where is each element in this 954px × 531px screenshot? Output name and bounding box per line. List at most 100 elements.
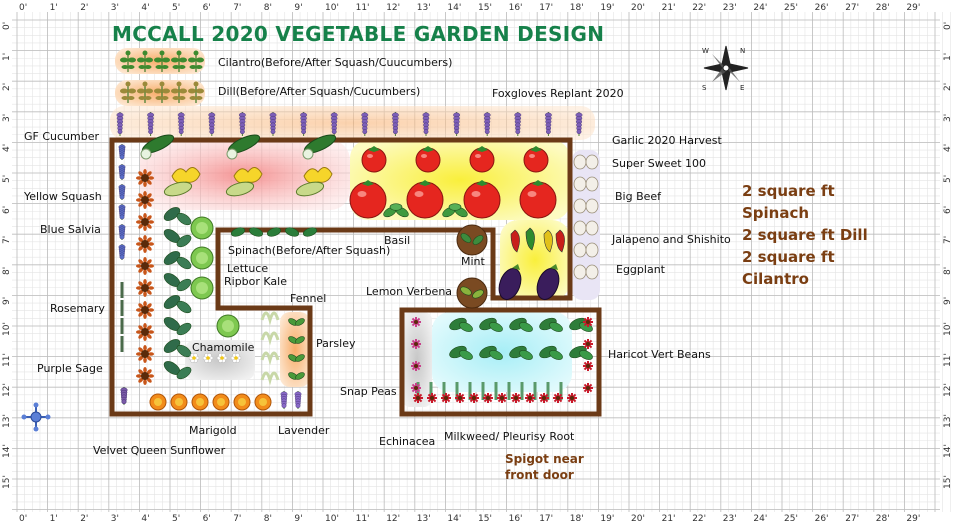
note-line-3: 2 square ft Dill: [742, 226, 868, 244]
ruler-top-tick: 0': [19, 3, 28, 13]
label-super-sweet: Super Sweet 100: [612, 157, 707, 170]
eggplant-icon: [498, 264, 560, 300]
ruler-top-tick: 14': [447, 514, 462, 524]
ruler-top-tick: 4': [141, 514, 150, 524]
label-gf-cucumber: GF Cucumber: [24, 130, 100, 143]
ruler-side-tick: 13': [943, 413, 953, 428]
label-snap-peas: Snap Peas: [340, 385, 397, 398]
ruler-top-tick: 22': [692, 3, 707, 13]
label-foxgloves: Foxgloves Replant 2020: [492, 87, 624, 100]
ruler-top-tick: 16': [508, 3, 523, 13]
ruler-side-tick: 8': [2, 266, 12, 275]
ruler-top-tick: 18': [569, 3, 584, 13]
label-jalapeno: Jalapeno and Shishito: [612, 233, 731, 246]
ruler-side-tick: 10': [943, 322, 953, 336]
bean-zone: [432, 312, 572, 392]
ruler-top-tick: 17': [539, 3, 554, 13]
ruler-side-tick: 10': [2, 322, 12, 336]
ruler-top-tick: 9': [294, 514, 303, 524]
ruler-top-tick: 15': [478, 3, 492, 13]
sunflower-plants-icon: [136, 169, 154, 385]
ruler-top-tick: 13': [416, 3, 431, 13]
ruler-top-tick: 9': [294, 3, 303, 13]
compass-rose-icon: N E S W: [702, 45, 749, 92]
ruler-top-tick: 3': [110, 514, 119, 524]
foxglove-plants-icon: [116, 112, 583, 136]
ruler-top-tick: 5': [172, 3, 181, 13]
ruler-top-tick: 24': [753, 514, 768, 524]
ruler-top-tick: 5': [172, 514, 181, 524]
ruler-top-tick: 10': [325, 3, 339, 13]
ruler-side-tick: 12': [2, 383, 12, 398]
ruler-side-tick: 2': [943, 82, 953, 92]
label-haricot: Haricot Vert Beans: [608, 348, 711, 361]
ruler-top-tick: 6': [202, 3, 211, 13]
haricot-bean-plants-icon: [449, 317, 593, 360]
ruler-side-tick: 1': [2, 52, 12, 61]
ruler-top-tick: 12': [386, 3, 401, 13]
ruler-side-tick: 11': [2, 352, 12, 367]
label-marigold: Marigold: [189, 424, 237, 437]
ruler-side-tick: 8': [943, 266, 953, 275]
ruler-top-tick: 8': [263, 3, 272, 13]
label-purple-sage: Purple Sage: [37, 362, 103, 375]
milkweed-plants-icon: [413, 393, 577, 403]
ruler-side-tick: 12': [943, 383, 953, 398]
ruler-side-tick: 14': [2, 444, 12, 459]
ruler-side-tick: 3': [943, 113, 953, 122]
label-mint: Mint: [461, 255, 485, 268]
ruler-top-tick: 18': [569, 514, 584, 524]
ruler-top-tick: 7': [233, 3, 242, 13]
compass-south-label: S: [702, 84, 707, 92]
echinacea-plants-icon: [411, 317, 421, 393]
note-line-5: Cilantro: [742, 270, 809, 288]
super-sweet-tomato-icon: [361, 146, 549, 173]
ruler-top-tick: 6': [202, 514, 211, 524]
ruler-top-tick: 17': [539, 514, 554, 524]
lettuce-plants-icon: [190, 216, 240, 338]
yellow-squash-plants-icon: [163, 167, 333, 197]
ruler-top-tick: 13': [416, 514, 431, 524]
ruler-side-tick: 11': [943, 352, 953, 367]
ruler-top-tick: 20': [631, 514, 645, 524]
label-lettuce: Lettuce: [227, 262, 269, 275]
jalapeno-shishito-pepper-icon: [510, 227, 565, 253]
echinacea-zone: [402, 312, 432, 407]
label-milkweed: Milkweed/ Pleurisy Root: [444, 430, 575, 443]
chamomile-plants-icon: [188, 353, 242, 363]
move-handle-icon[interactable]: [21, 402, 51, 432]
basil-plants-icon: [383, 203, 468, 218]
ruler-top-tick: 24': [753, 3, 768, 13]
ruler-top-tick: 25': [784, 3, 798, 13]
ruler-top-tick: 19': [600, 514, 615, 524]
ruler-top-tick: 2': [80, 3, 89, 13]
parsley-plants-icon: [288, 318, 305, 380]
ruler-side-tick: 9': [2, 297, 12, 306]
label-spinach: Spinach(Before/After Squash): [228, 244, 391, 257]
raised-beds: [109, 137, 602, 417]
ruler-side-tick: 3': [2, 113, 12, 122]
ruler-top-tick: 26': [814, 514, 829, 524]
ruler-top-tick: 11': [355, 3, 370, 13]
label-yellow-squash: Yellow Squash: [24, 190, 102, 203]
ruler-side-tick: 5': [2, 174, 12, 183]
ruler-top-tick: 10': [325, 514, 339, 524]
big-beef-tomato-icon: [349, 180, 557, 219]
ruler-top-tick: 16': [508, 514, 523, 524]
planting-zones: [110, 48, 600, 407]
ruler-top-tick: 23': [722, 514, 737, 524]
ruler-side-tick: 2': [2, 82, 12, 92]
parsley-zone: [280, 312, 310, 387]
plants: [116, 50, 599, 411]
ruler-top-tick: 28': [875, 3, 890, 13]
label-sunflower: Velvet Queen Sunflower: [93, 444, 226, 457]
spigot-note-line-1: Spigot near: [505, 452, 584, 466]
ruler-side-tick: 0': [2, 21, 12, 30]
note-line-1: 2 square ft: [742, 182, 835, 200]
ruler-top-tick: 7': [233, 514, 242, 524]
ruler-top-tick: 29': [906, 3, 921, 13]
garlic-plants-icon: [573, 154, 599, 280]
marigold-plants-icon: [149, 393, 272, 411]
